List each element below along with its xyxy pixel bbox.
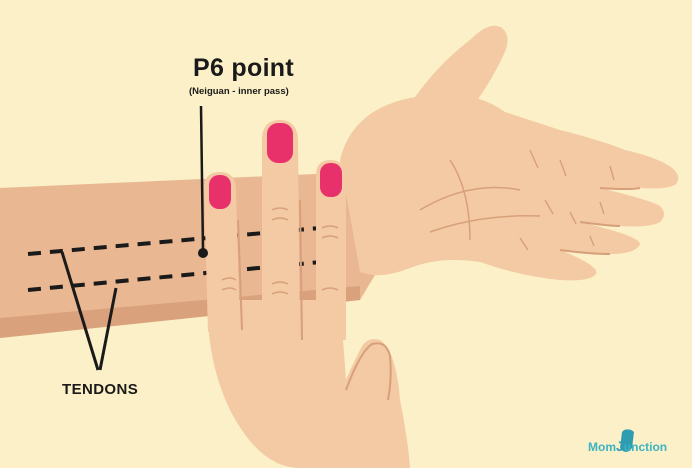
momjunction-logo: MomJunction: [588, 438, 667, 454]
p6-point-subtitle: (Neiguan - inner pass): [189, 86, 289, 97]
tendons-label: TENDONS: [62, 381, 138, 398]
nail-ring: [320, 163, 342, 197]
palm: [340, 94, 678, 280]
nail-middle: [267, 123, 293, 163]
logo-text-mark: J: [616, 438, 624, 454]
open-hand: [340, 26, 678, 281]
logo-text-left: Mom: [588, 440, 616, 454]
logo-text-right: unction: [624, 440, 667, 454]
p6-point-marker: [198, 248, 208, 258]
p6-point-title: P6 point: [193, 54, 294, 83]
nail-index: [209, 175, 231, 209]
